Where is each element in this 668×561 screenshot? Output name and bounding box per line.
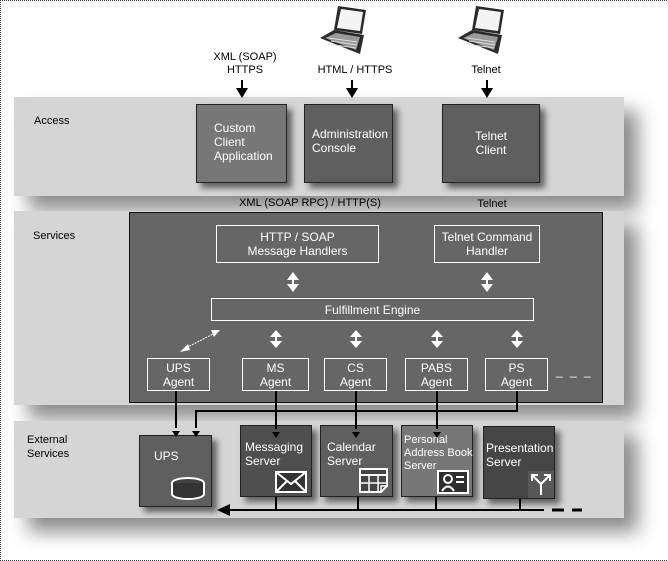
box-label: Personal Address Book Server	[404, 434, 473, 472]
fork-arrows-icon	[531, 474, 551, 495]
laptop-icon	[458, 6, 504, 54]
box-label: Messaging Server	[245, 440, 304, 468]
box-label: MS Agent	[259, 360, 292, 389]
fulfillment-engine-box: Fulfillment Engine	[211, 298, 534, 321]
box-label: Custom Client Application	[214, 121, 273, 163]
custom-client-application-box: Custom Client Application	[196, 104, 287, 183]
more-agents-ellipsis: _ _ _	[556, 364, 593, 378]
services-layer-label: Services	[33, 230, 76, 242]
soap-http-protocol-label: XML (SOAP RPC) / HTTP(S)	[239, 197, 381, 209]
telnet-client-box: Telnet Client	[442, 104, 540, 183]
box-label: Fulfillment Engine	[324, 302, 421, 317]
ms-agent-box: MS Agent	[242, 358, 309, 391]
access-layer-label: Access	[34, 115, 70, 127]
messaging-server-box: Messaging Server	[240, 425, 312, 497]
box-label: UPS Agent	[162, 360, 195, 389]
database-icon	[171, 477, 205, 500]
services-panel	[129, 212, 603, 403]
box-label: CS Agent	[339, 360, 372, 389]
client-protocol-label: XML (SOAP) HTTPS	[213, 51, 277, 76]
envelope-icon	[275, 471, 307, 493]
telnet-protocol-label: Telnet	[477, 198, 507, 210]
box-label: HTTP / SOAP Message Handlers	[247, 230, 348, 258]
laptop-icon	[320, 6, 366, 54]
client-protocol-label: HTML / HTTPS	[317, 64, 393, 76]
box-label: Calendar Server	[327, 440, 376, 468]
box-label: Presentation Server	[486, 441, 554, 469]
administration-console-box: Administration Console	[304, 104, 393, 183]
box-label: Telnet Command Handler	[441, 230, 533, 258]
telnet-command-handler-box: Telnet Command Handler	[434, 225, 540, 263]
box-label: Telnet Client	[474, 129, 508, 157]
ps-agent-box: PS Agent	[485, 358, 548, 391]
http-soap-message-handlers-box: HTTP / SOAP Message Handlers	[216, 225, 379, 263]
ups-agent-box: UPS Agent	[147, 358, 210, 391]
calendar-server-box: Calendar Server	[320, 425, 393, 497]
box-label: Administration Console	[312, 127, 389, 155]
pabs-agent-box: PABS Agent	[405, 358, 468, 391]
cs-agent-box: CS Agent	[324, 358, 387, 391]
box-label: PS Agent	[500, 360, 533, 389]
box-label: PABS Agent	[420, 360, 453, 389]
external-services-layer-label: External Services	[27, 434, 70, 460]
box-label: UPS	[154, 449, 179, 463]
ups-server-box: UPS	[139, 435, 212, 507]
contact-card-icon	[437, 470, 469, 494]
calendar-icon	[359, 468, 388, 493]
client-protocol-label: Telnet	[471, 64, 501, 76]
personal-address-book-server-box: Personal Address Book Server	[401, 425, 473, 497]
presentation-server-box: Presentation Server	[483, 426, 555, 499]
